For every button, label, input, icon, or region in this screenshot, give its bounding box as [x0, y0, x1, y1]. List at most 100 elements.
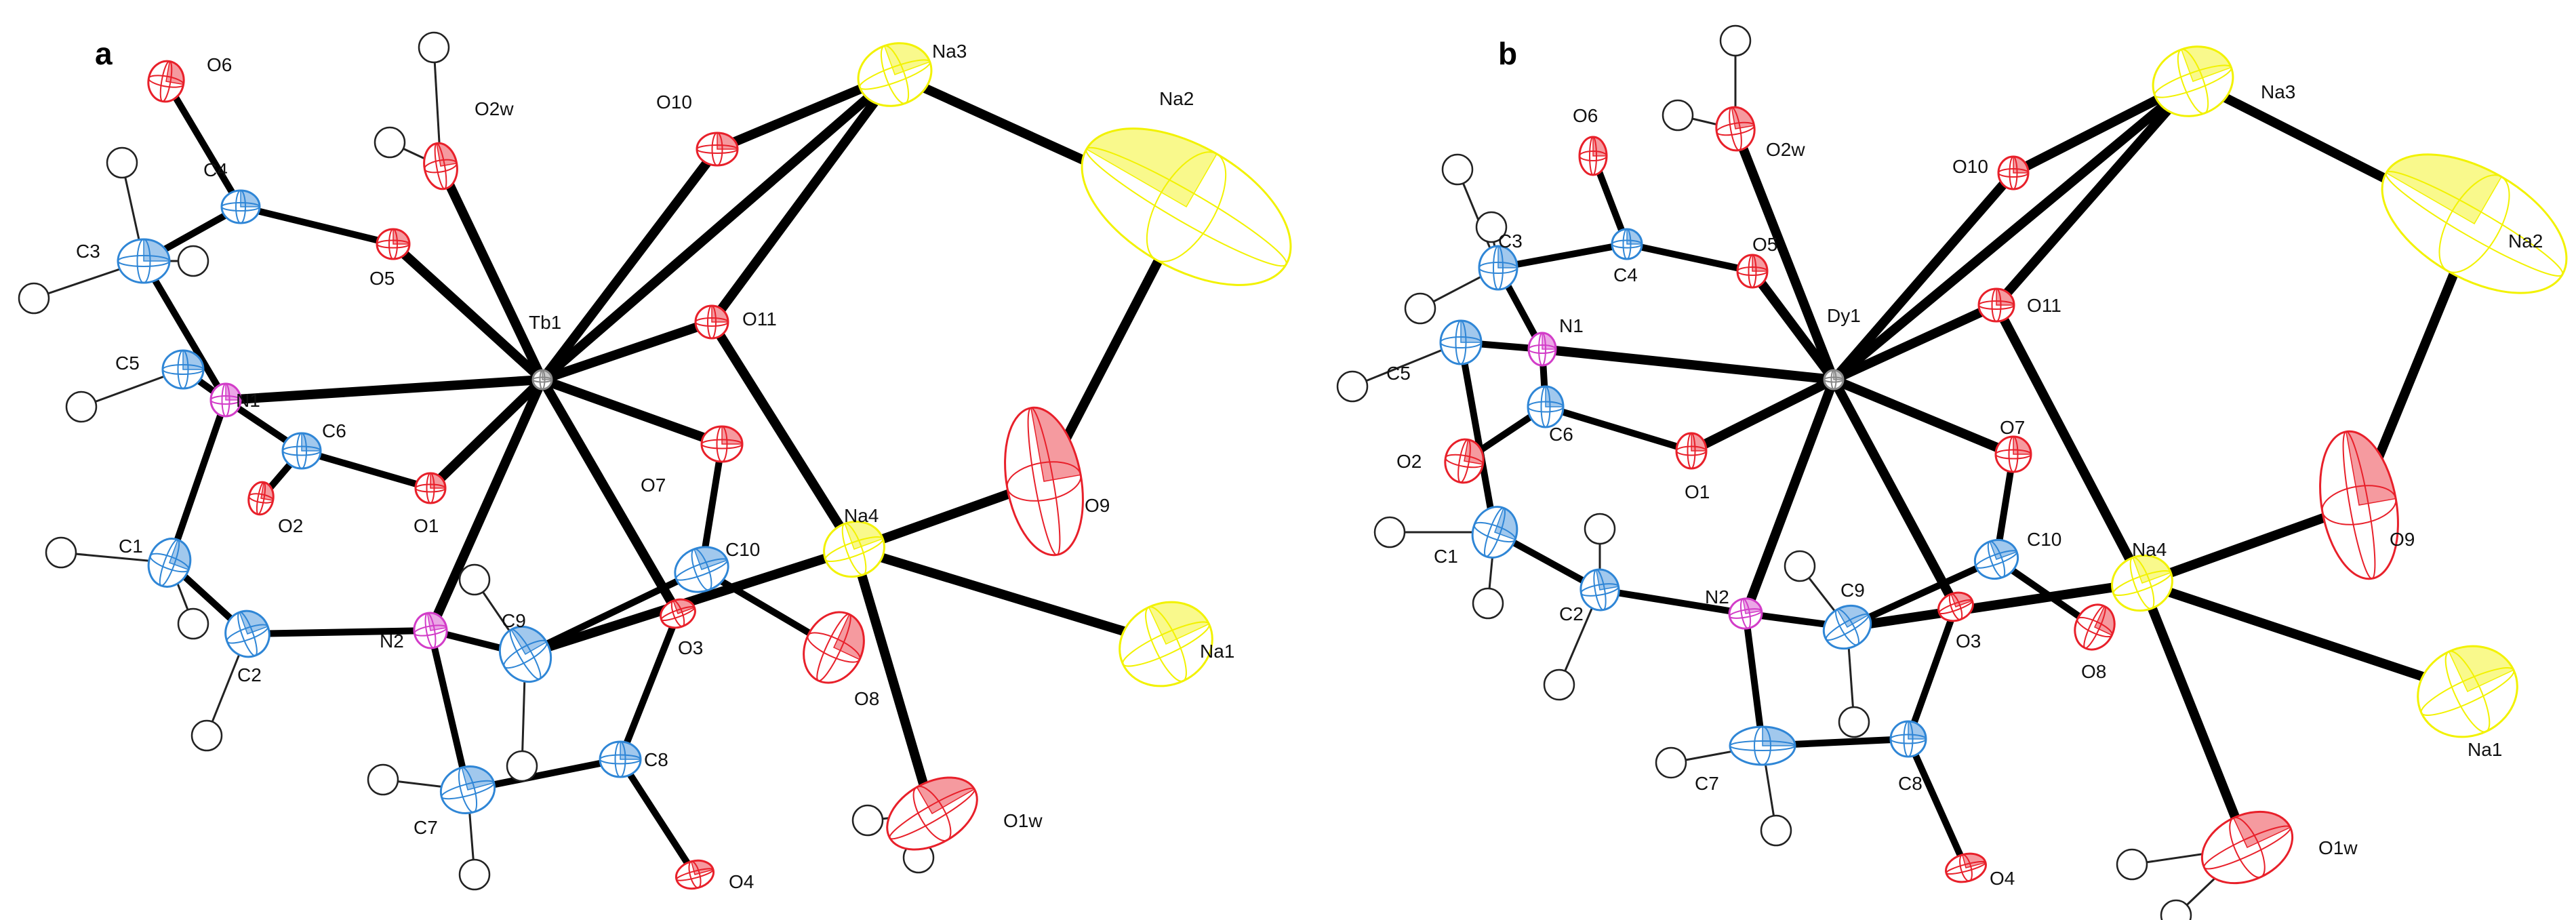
atom-label-c3: C3: [76, 241, 100, 262]
atom-na2: [1081, 127, 1292, 286]
atom-o6: [1578, 136, 1608, 176]
atom-o3: [1937, 591, 1974, 622]
atom-o2w: [1715, 106, 1756, 152]
bond-Tb1-O10: [538, 144, 722, 384]
bond-Tb1-O3: [538, 375, 683, 618]
atom-c7: [1729, 725, 1796, 766]
atom-label-c5: C5: [115, 353, 140, 374]
bond-C3-C4: [1495, 241, 1630, 271]
hydrogen-atom-C9-9: [458, 563, 491, 596]
atom-c5: [161, 349, 205, 390]
bond-N1-C3: [140, 258, 229, 403]
bond-Na4-Na1: [2137, 578, 2472, 696]
atom-tb1: [531, 369, 553, 391]
atom-n1: [1527, 332, 1557, 367]
hydrogen-atom-C9-11: [1838, 706, 1870, 738]
bond-Tb1-O1: [426, 375, 547, 493]
bond-Dy1-O1: [1687, 375, 1838, 456]
bond-Dy1-O7: [1829, 375, 2018, 459]
atom-label-c9: C9: [1840, 580, 1865, 601]
bond-C9-C10: [1844, 556, 2000, 631]
bond-Dy1-N1: [1537, 344, 1838, 384]
bond-O11-Na3: [707, 70, 900, 327]
atom-o2: [1444, 438, 1485, 484]
bond-Tb1-O5: [388, 239, 547, 384]
atom-c8: [599, 740, 642, 778]
bond-O11-Na3: [1992, 77, 2198, 310]
atom-c10: [1973, 539, 2019, 580]
hydrogen-atom-C3-4: [1475, 211, 1508, 243]
atom-label-c1: C1: [1434, 546, 1458, 567]
atom-c6: [1527, 385, 1565, 428]
atom-o4: [675, 859, 715, 890]
atom-na3: [2152, 45, 2234, 117]
bond-Tb1-O11: [538, 317, 717, 384]
atom-na4: [2111, 554, 2173, 612]
atom-label-o6: O6: [1573, 105, 1598, 126]
atom-label-o1: O1: [1685, 481, 1710, 502]
atom-label-na4: Na4: [844, 505, 879, 526]
atom-label-n2: N2: [380, 631, 404, 652]
atom-o8: [803, 611, 865, 684]
atom-o4: [1945, 852, 1987, 883]
atom-c5: [1439, 319, 1483, 365]
atom-c4: [1611, 228, 1643, 260]
hydrogen-atom-C7-13: [1760, 814, 1792, 847]
atom-label-o2: O2: [1396, 451, 1422, 472]
atom-label-o5: O5: [1752, 234, 1777, 255]
bond-C4-O6: [163, 78, 244, 210]
atom-o1: [414, 472, 447, 504]
atom-label-c5: C5: [1386, 363, 1411, 384]
atom-label-o5: O5: [369, 268, 395, 289]
bond-Tb1-Na3: [538, 70, 900, 384]
atom-label-c6: C6: [322, 420, 346, 441]
atom-c1: [147, 538, 192, 588]
atom-c4: [220, 189, 261, 224]
atom-o1w: [886, 776, 978, 851]
hydrogen-atom-C7-11: [367, 763, 399, 796]
atom-na3: [857, 42, 933, 107]
atom-label-na4: Na4: [2132, 539, 2167, 560]
atom-o5: [1736, 254, 1769, 289]
atom-label-o4: O4: [1990, 868, 2015, 889]
atom-c9: [1822, 604, 1872, 650]
hydrogen-atom-C3-4: [177, 245, 209, 277]
bond-Dy1-O10: [1829, 168, 2018, 384]
hydrogen-atom-O2w-0: [1719, 24, 1752, 57]
atom-o8: [2074, 603, 2116, 651]
hydrogen-atom-O2w-0: [418, 31, 450, 64]
bond-Tb1-O7: [538, 375, 727, 449]
atom-label-o7: O7: [641, 475, 666, 496]
atom-label-na1: Na1: [2468, 739, 2502, 760]
atom-c3: [117, 238, 171, 284]
hydrogen-atom-C5-5: [65, 391, 98, 423]
bond-O11-Na4: [1992, 300, 2147, 588]
bond-C4-O5: [237, 203, 397, 247]
atom-o2w: [423, 142, 458, 191]
atom-na1: [1119, 601, 1213, 687]
atom-o9: [2319, 430, 2399, 580]
bond-Dy1-O5: [1748, 266, 1838, 384]
atom-label-c10: C10: [725, 539, 760, 560]
bond-C4-O5: [1624, 241, 1756, 275]
atom-label-c8: C8: [644, 749, 668, 770]
bond-Na4-C9: [1843, 578, 2147, 632]
atom-label-na2: Na2: [1159, 88, 1194, 109]
hydrogen-atom-C9-10: [1784, 550, 1816, 582]
atom-label-tb1: Tb1: [529, 312, 561, 333]
atom-label-c7: C7: [1695, 773, 1719, 794]
atom-label-o3: O3: [678, 637, 703, 658]
bond-C8-O4: [617, 756, 698, 878]
atom-o7: [700, 425, 744, 463]
atom-c8: [1889, 720, 1927, 758]
bond-N1-C1: [166, 397, 229, 566]
panel-letter-b: b: [1498, 36, 1517, 71]
atom-label-c3: C3: [1498, 231, 1523, 252]
bond-C6-O1: [1542, 403, 1695, 454]
atom-label-o3: O3: [1956, 631, 1981, 652]
atom-n2: [413, 612, 448, 649]
atom-label-o10: O10: [656, 92, 692, 113]
atom-o11: [1977, 287, 2015, 323]
atom-label-o11: O11: [742, 308, 777, 329]
